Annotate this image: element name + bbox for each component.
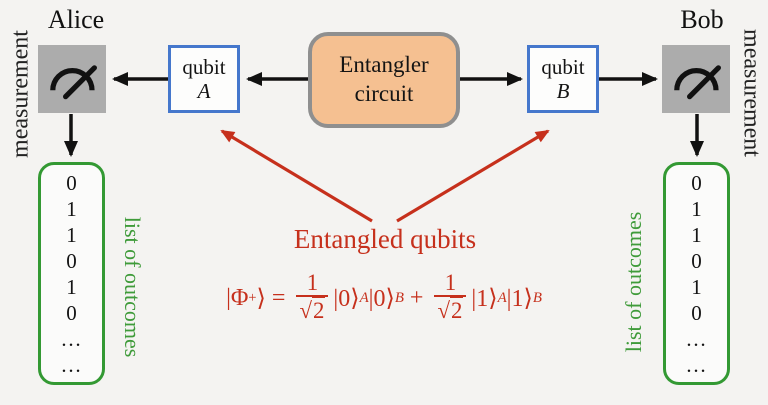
outcome-value: 0: [691, 300, 702, 325]
formula-equals: =: [271, 284, 286, 311]
outcome-value: 0: [691, 170, 702, 195]
subscript-b: B: [532, 289, 542, 306]
alice-measurement-device: [38, 45, 106, 113]
fraction-denominator: √2: [296, 295, 329, 324]
outcome-ellipsis: …: [60, 326, 83, 351]
outcome-value: 1: [66, 274, 77, 299]
entangler-word2: circuit: [354, 81, 414, 106]
ket-one-a: |1⟩: [471, 285, 498, 312]
outcome-value: 1: [691, 274, 702, 299]
outcome-value: 1: [66, 222, 77, 247]
outcome-ellipsis: …: [685, 352, 708, 377]
alice-label: Alice: [47, 5, 105, 34]
outcome-value: 1: [691, 196, 702, 221]
alice-measurement-label: measurement: [7, 30, 34, 158]
fraction-numerator: 1: [444, 270, 457, 296]
formula-phi-right: ⟩: [256, 285, 266, 312]
qubit-a-letter: A: [197, 79, 211, 103]
outcome-value: 0: [66, 300, 77, 325]
bob-measurement-device: [662, 45, 730, 113]
gauge-icon: [674, 65, 721, 100]
entangler-word1: Entangler: [339, 52, 429, 78]
subscript-b: B: [394, 289, 404, 306]
fraction-numerator: 1: [306, 270, 319, 296]
qubit-a-box: qubit A: [168, 45, 240, 113]
formula-phi-plus: +: [248, 289, 257, 306]
gauge-icon: [50, 65, 97, 100]
bell-state-formula: |Φ+⟩ = 1 √2 |0⟩A |0⟩B + 1 √2 |1⟩A |1⟩B: [184, 262, 584, 334]
bob-outcomes-list: 0 1 1 0 1 0 … …: [663, 162, 730, 385]
ket-one-b: |1⟩: [506, 285, 533, 312]
ket-zero-b: |0⟩: [368, 285, 395, 312]
radicand: 2: [311, 296, 326, 324]
bob-measurement-label: measurement: [738, 29, 765, 157]
subscript-a: A: [497, 289, 507, 306]
outcome-value: 1: [66, 196, 77, 221]
qubit-a-word: qubit: [182, 54, 226, 79]
radical-sign: √: [299, 298, 312, 324]
fraction-denominator: √2: [434, 295, 467, 324]
outcome-value: 0: [66, 248, 77, 273]
alice-outcomes-list: 0 1 1 0 1 0 … …: [38, 162, 105, 385]
entangler-circuit-box: Entangler circuit: [308, 32, 460, 128]
bob-label: Bob: [680, 5, 724, 34]
entangled-qubits-annotation: Entangled qubits: [293, 224, 477, 254]
arrow-annotation-to-qubit-b: [396, 129, 550, 223]
outcome-value: 1: [691, 222, 702, 247]
formula-fraction-1: 1 √2: [296, 270, 329, 324]
ket-zero-a: |0⟩: [333, 285, 360, 312]
formula-plus: +: [409, 284, 424, 311]
qubit-b-box: qubit B: [527, 45, 599, 113]
qubit-b-word: qubit: [541, 54, 585, 79]
arrow-annotation-to-qubit-a: [220, 129, 373, 223]
radical-sign: √: [437, 298, 450, 324]
outcome-value: 0: [66, 170, 77, 195]
qubit-b-letter: B: [556, 79, 570, 103]
outcome-ellipsis: …: [60, 352, 83, 377]
alice-outcomes-label: list of outcomes: [120, 216, 145, 358]
bob-outcomes-label: list of outcomes: [621, 211, 646, 353]
outcome-ellipsis: …: [685, 326, 708, 351]
outcome-value: 0: [691, 248, 702, 273]
formula-fraction-2: 1 √2: [434, 270, 467, 324]
radicand: 2: [449, 296, 464, 324]
subscript-a: A: [359, 289, 369, 306]
formula-phi-left: |Φ: [226, 284, 249, 311]
